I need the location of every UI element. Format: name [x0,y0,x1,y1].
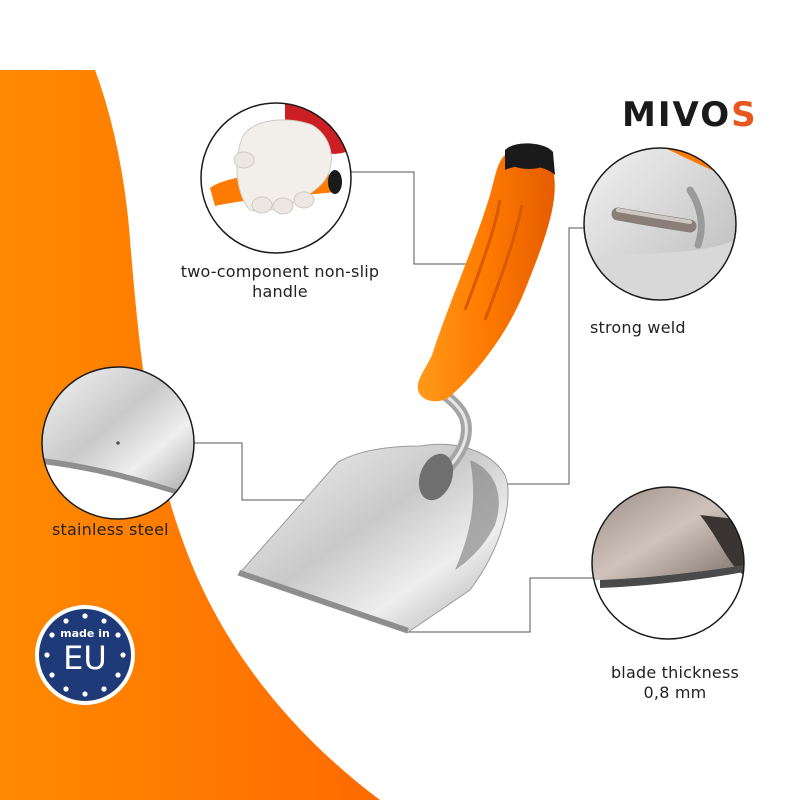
detail-circle-steel [41,366,195,520]
trowel-handle [417,153,555,402]
detail-circle-blade [591,486,745,640]
leader-line-blade [407,577,612,633]
brand-logo: MIVOS [622,95,782,135]
detail-circle-weld [583,147,737,301]
caption-handle: two-component non-slip handle [160,262,400,302]
leader-line-handle [338,171,470,265]
eu-stars-icon [44,613,126,697]
caption-handle-line2: handle [252,282,308,301]
caption-blade-line2: 0,8 mm [643,683,707,702]
caption-handle-line1: two-component non-slip [180,262,380,281]
caption-blade: blade thickness 0,8 mm [590,663,760,703]
made-in-eu-badge [35,605,135,705]
caption-weld: strong weld [590,318,730,338]
caption-weld-line1: strong weld [590,318,686,337]
caption-steel: stainless steel [52,520,212,540]
caption-steel-line1: stainless steel [52,520,169,539]
logo-accent-letter: S [731,95,758,135]
logo-text: MIVO [622,95,732,135]
trowel-product-image [237,143,555,634]
detail-circle-handle [200,102,352,254]
caption-blade-line1: blade thickness [610,663,740,682]
badge-eu-text: EU [63,639,107,677]
badge-made-in-text: made in [60,627,110,640]
